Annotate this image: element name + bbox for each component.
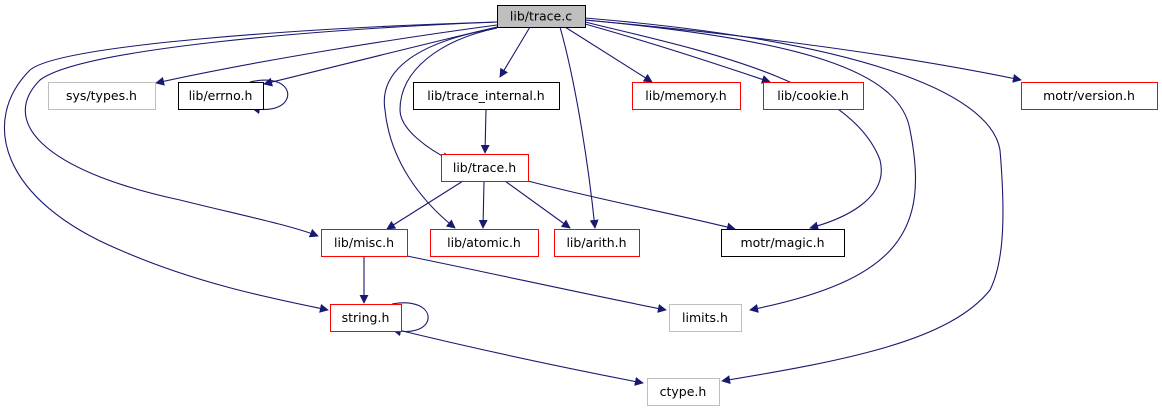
edge-trace_c-to-trace_internal xyxy=(499,26,531,78)
node-label: sys/types.h xyxy=(66,88,137,103)
node-arith[interactable]: lib/arith.h xyxy=(554,229,640,257)
node-label: string.h xyxy=(342,310,390,325)
node-ctype[interactable]: ctype.h xyxy=(647,378,720,406)
edge-trace_c-to-ctype xyxy=(584,17,1004,385)
node-box xyxy=(721,229,845,257)
edge-string-to-ctype xyxy=(389,327,644,386)
node-magic[interactable]: motr/magic.h xyxy=(721,229,845,257)
node-label: motr/version.h xyxy=(1043,88,1135,103)
node-box xyxy=(413,82,560,110)
node-misc[interactable]: lib/misc.h xyxy=(321,229,408,257)
node-label: limits.h xyxy=(682,310,728,325)
edge-trace_c-to-memory xyxy=(564,26,653,83)
edge-string-to-string xyxy=(391,302,429,337)
edge-trace_h-to-atomic xyxy=(478,180,488,229)
edge-trace_c-to-magic xyxy=(584,21,882,231)
node-trace-c[interactable]: lib/trace.c xyxy=(497,5,586,28)
node-box xyxy=(632,82,741,110)
node-box xyxy=(763,82,864,110)
node-label: lib/atomic.h xyxy=(447,235,521,250)
edge-trace_c-to-limits xyxy=(584,19,917,313)
node-cookie[interactable]: lib/cookie.h xyxy=(763,82,864,110)
edge-errno-to-errno xyxy=(249,79,289,115)
node-errno[interactable]: lib/errno.h xyxy=(178,82,264,110)
edge-trace_h-to-misc xyxy=(386,180,464,230)
node-atomic[interactable]: lib/atomic.h xyxy=(430,229,539,257)
node-label: lib/memory.h xyxy=(645,88,726,103)
edge-trace_internal-to-trace_h xyxy=(480,108,490,154)
node-string[interactable]: string.h xyxy=(330,304,402,332)
node-trace-h[interactable]: lib/trace.h xyxy=(441,154,529,182)
node-box xyxy=(430,229,539,257)
edge-trace_c-to-cookie xyxy=(584,23,771,84)
node-version[interactable]: motr/version.h xyxy=(1021,82,1158,110)
node-label: lib/misc.h xyxy=(334,235,394,250)
node-box xyxy=(330,304,402,332)
node-sys-types[interactable]: sys/types.h xyxy=(48,82,156,110)
node-label: lib/arith.h xyxy=(566,235,626,250)
edge-trace_h-to-magic xyxy=(527,180,736,232)
node-box xyxy=(497,5,586,28)
node-box xyxy=(554,229,640,257)
node-box xyxy=(178,82,264,110)
edge-trace_c-to-version xyxy=(584,19,1022,83)
node-box xyxy=(441,154,529,182)
edge-trace_c-to-trace_h xyxy=(399,27,498,161)
node-label: lib/errno.h xyxy=(189,88,253,103)
node-label: lib/trace.h xyxy=(453,160,516,175)
edge-trace_c-to-arith xyxy=(559,26,599,229)
node-box xyxy=(321,229,408,257)
edge-trace_c-to-sys_types xyxy=(155,24,498,86)
edge-trace_c-to-misc xyxy=(24,21,498,238)
node-box xyxy=(647,378,720,406)
node-box xyxy=(1021,82,1158,110)
node-trace-internal[interactable]: lib/trace_internal.h xyxy=(413,82,560,110)
node-box xyxy=(669,304,742,332)
node-limits[interactable]: limits.h xyxy=(669,304,742,332)
edge-trace_h-to-arith xyxy=(504,180,571,229)
node-label: motr/magic.h xyxy=(740,235,824,250)
node-label: lib/cookie.h xyxy=(777,88,849,103)
node-label: lib/trace_internal.h xyxy=(427,88,544,103)
edge-trace_c-to-string xyxy=(3,21,498,313)
edge-trace_c-to-atomic xyxy=(383,27,498,229)
edge-misc-to-limits xyxy=(406,255,667,313)
node-box xyxy=(48,82,156,110)
node-label: ctype.h xyxy=(660,384,707,399)
node-label: lib/trace.c xyxy=(510,9,572,24)
node-memory[interactable]: lib/memory.h xyxy=(632,82,741,110)
